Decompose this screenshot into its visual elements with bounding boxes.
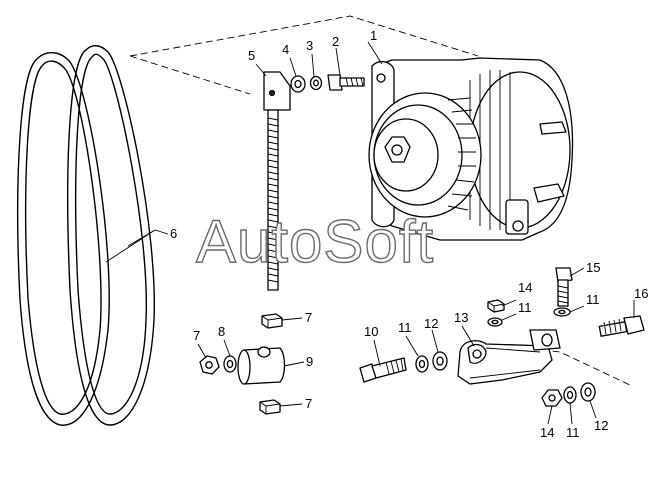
bolt-10 [359, 357, 407, 383]
callout-14-lower: 14 [540, 425, 554, 440]
callout-12-lower: 12 [594, 418, 608, 433]
nut-7-lower [259, 399, 281, 415]
callout-11-right: 11 [586, 292, 600, 307]
callout-10: 10 [364, 324, 378, 339]
washer-12-lower [580, 382, 596, 402]
lock-washer-11-lower [563, 386, 577, 404]
washer-4 [290, 75, 306, 93]
callout-15: 15 [586, 260, 600, 275]
projection-line-top [129, 15, 479, 57]
leader-lines [105, 41, 635, 425]
sleeve-9 [237, 346, 286, 385]
callout-8: 8 [218, 324, 225, 339]
watermark-text: AutoSoft [196, 208, 434, 275]
nut-7-left [199, 355, 220, 375]
callout-4: 4 [282, 42, 289, 57]
callout-6: 6 [170, 226, 177, 241]
stud-16 [598, 315, 645, 337]
bolt-2 [327, 74, 365, 91]
callout-1: 1 [370, 28, 377, 43]
callout-14-upper: 14 [518, 280, 532, 295]
callout-7-left: 7 [193, 328, 200, 343]
washer-12-row [432, 351, 448, 371]
callout-13: 13 [454, 310, 468, 325]
nut-14-upper [487, 299, 505, 313]
callout-12-row: 12 [424, 316, 438, 331]
tension-bracket-13 [457, 329, 561, 385]
callout-9: 9 [306, 354, 313, 369]
callout-11-lower: 11 [566, 425, 580, 440]
alternator [368, 57, 574, 241]
lock-washer-3 [309, 75, 323, 91]
callout-11-row: 11 [398, 320, 412, 335]
callout-7-upper: 7 [305, 310, 312, 325]
lock-washer-11-row [415, 355, 429, 373]
callout-5: 5 [248, 48, 255, 63]
drive-belt [17, 45, 156, 426]
callout-3: 3 [306, 38, 313, 53]
callout-11-upper: 11 [518, 300, 532, 315]
callout-labels: 1 2 3 4 5 6 7 7 7 8 9 10 11 11 11 11 12 … [170, 28, 648, 440]
projection-line-bracket [129, 55, 251, 95]
projection-line-lower [497, 344, 631, 386]
callout-2: 2 [332, 34, 339, 49]
nut-7-upper [261, 313, 283, 329]
nut-14-lower [541, 389, 563, 407]
washer-11-right [553, 307, 571, 317]
washer-8 [223, 355, 237, 373]
callout-16: 16 [634, 286, 648, 301]
washer-11-upper [487, 317, 503, 327]
bolt-15 [555, 267, 573, 307]
callout-7-lower: 7 [305, 396, 312, 411]
adjusting-bar [263, 71, 291, 291]
